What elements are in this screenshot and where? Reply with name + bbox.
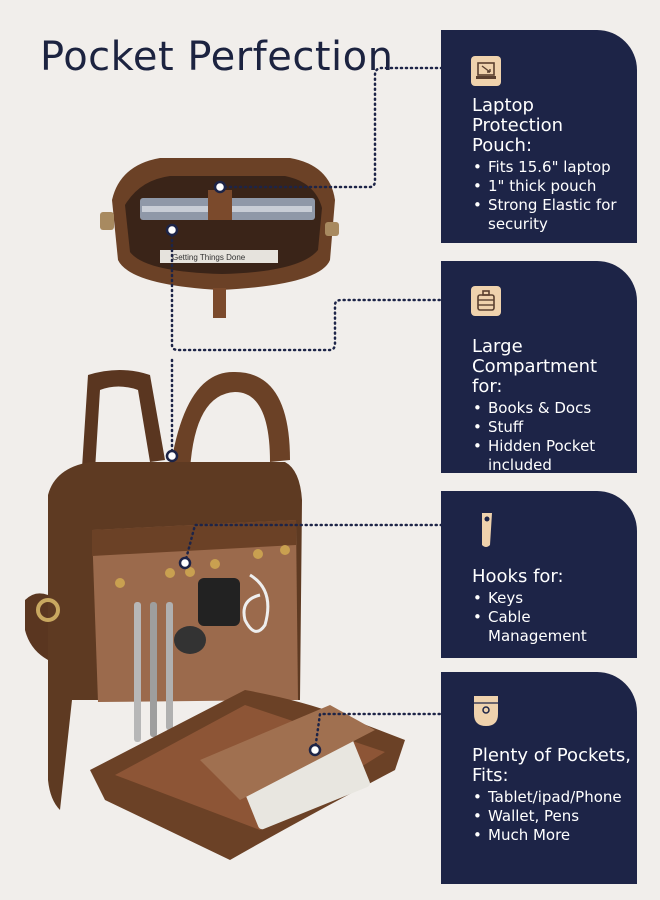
page-title: Pocket Perfection <box>40 34 394 80</box>
feature-bullet: Tablet/ipad/Phone <box>473 788 631 807</box>
top-view-bag: Getting Things Done <box>100 158 339 318</box>
hook-icon <box>471 511 501 551</box>
laptop-icon <box>471 56 501 86</box>
book-label: Getting Things Done <box>172 253 246 262</box>
feature-card-compartment: Large Compartment for: Books & Docs Stuf… <box>441 261 637 475</box>
feature-bullet: Stuff <box>473 418 631 437</box>
feature-heading: Large Compartment for: <box>472 336 598 397</box>
feature-bullet: Books & Docs <box>473 399 631 418</box>
feature-bullet: Much More <box>473 826 631 845</box>
connector-dots <box>165 180 322 757</box>
book <box>160 250 278 263</box>
feature-card-laptop: Laptop Protection Pouch: Fits 15.6" lapt… <box>441 30 637 243</box>
suitcase-icon <box>471 286 501 316</box>
feature-heading: Hooks for: <box>472 566 564 587</box>
feature-bullet: Keys <box>473 589 631 608</box>
feature-heading: Plenty of Pockets, Fits: <box>472 745 631 786</box>
feature-bullet: 1" thick pouch <box>473 177 629 196</box>
feature-heading: Laptop Protection Pouch: <box>472 95 564 156</box>
feature-bullet: Fits 15.6" laptop <box>473 158 629 177</box>
pocket-icon <box>471 694 501 728</box>
feature-card-hooks: Hooks for: Keys Cable Management <box>441 491 637 658</box>
connector-lines <box>170 66 464 752</box>
front-view-bag <box>25 370 405 860</box>
feature-card-pockets: Plenty of Pockets, Fits: Tablet/ipad/Pho… <box>441 672 637 884</box>
feature-bullet: Cable Management <box>473 608 631 646</box>
feature-bullet: Wallet, Pens <box>473 807 631 826</box>
